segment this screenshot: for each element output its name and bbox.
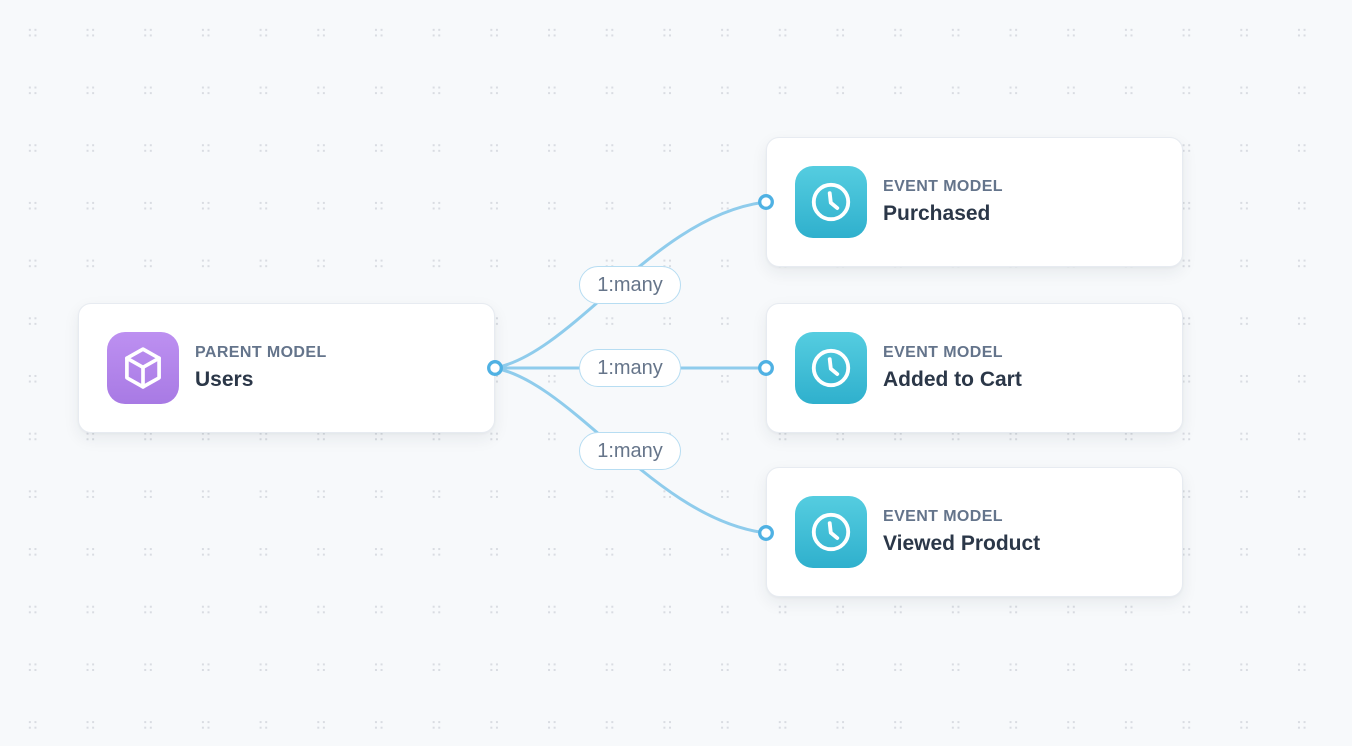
- cube-icon: [107, 332, 179, 404]
- node-parent-model-users[interactable]: PARENT MODEL Users: [78, 303, 495, 433]
- node-title: Users: [195, 368, 254, 391]
- node-title: Viewed Product: [883, 532, 1041, 555]
- node-type-label: PARENT MODEL: [195, 344, 327, 361]
- node-type-label: EVENT MODEL: [883, 178, 1003, 195]
- edge-label-pill-viewed-product[interactable]: 1:many: [579, 432, 681, 470]
- node-event-model-purchased[interactable]: EVENT MODEL Purchased: [766, 137, 1183, 267]
- clock-icon: [795, 496, 867, 568]
- edge-label-pill-purchased[interactable]: 1:many: [579, 266, 681, 304]
- node-event-model-added-to-cart[interactable]: EVENT MODEL Added to Cart: [766, 303, 1183, 433]
- node-type-label: EVENT MODEL: [883, 508, 1003, 525]
- node-event-model-viewed-product[interactable]: EVENT MODEL Viewed Product: [766, 467, 1183, 597]
- node-title: Added to Cart: [883, 368, 1022, 391]
- node-title: Purchased: [883, 202, 991, 225]
- node-type-label: EVENT MODEL: [883, 344, 1003, 361]
- clock-icon: [795, 166, 867, 238]
- edge-label-pill-added-to-cart[interactable]: 1:many: [579, 349, 681, 387]
- clock-icon: [795, 332, 867, 404]
